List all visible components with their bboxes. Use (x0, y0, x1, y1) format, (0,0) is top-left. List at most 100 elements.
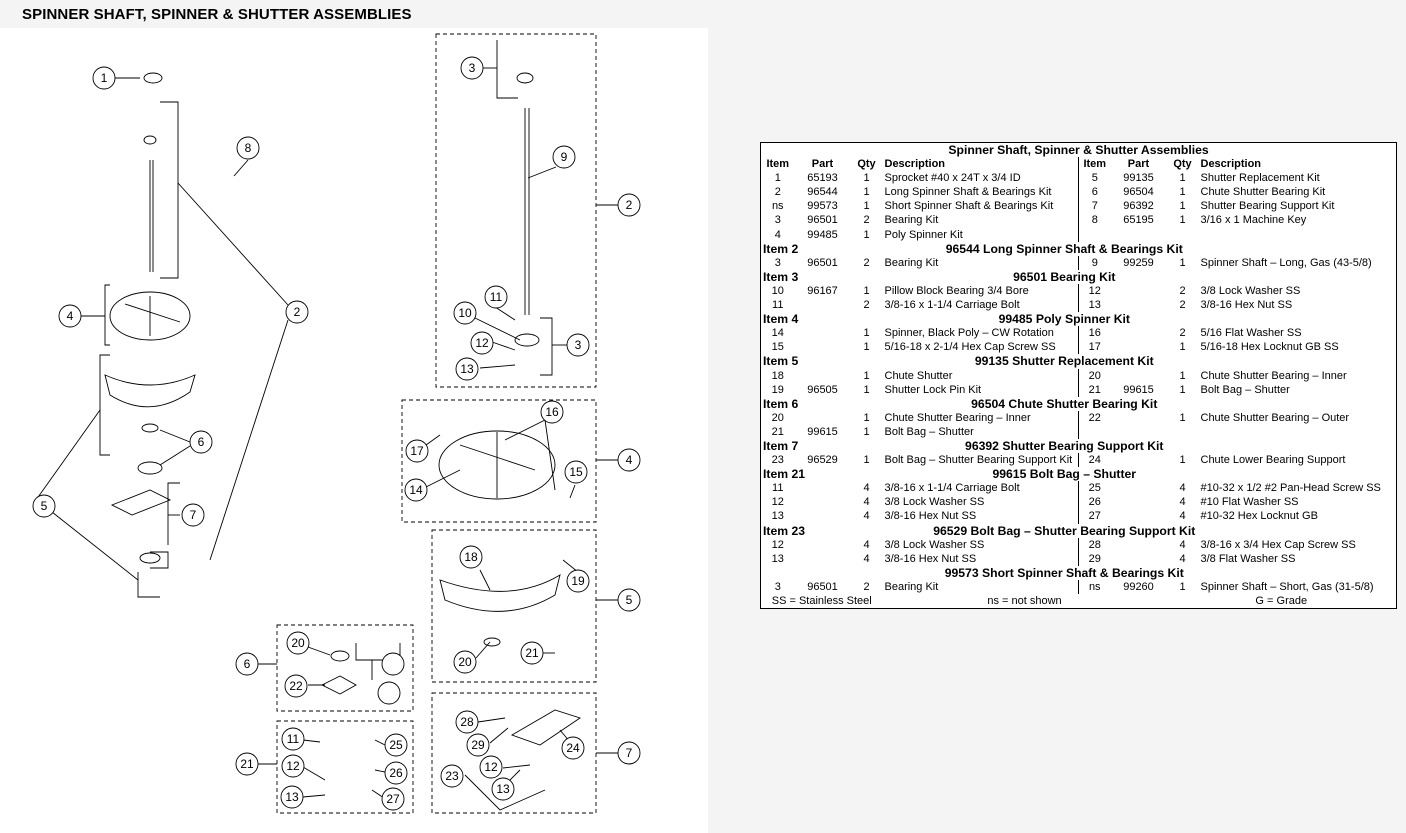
table-cell (795, 509, 851, 523)
table-cell: 5/16-18 Hex Locknut GB SS (1200, 341, 1339, 354)
table-cell: #10-32 Hex Locknut GB (1200, 510, 1318, 523)
table-cell (1111, 425, 1167, 439)
table-cell: 99485 (807, 228, 838, 241)
table-cell (795, 495, 851, 509)
table-cell (795, 369, 851, 383)
table-cell (795, 538, 851, 552)
table-cell: 1 (1179, 454, 1186, 467)
table-cell: 10 (771, 284, 784, 297)
table-cell (1199, 228, 1397, 242)
table-cell: 1 (1179, 214, 1186, 227)
callout-label: 5 (41, 499, 48, 513)
table-cell: 1 (863, 327, 870, 340)
callout-label: 13 (460, 362, 474, 376)
table-cell: Chute Shutter Bearing – Inner (1200, 369, 1347, 382)
table-cell: 1 (1179, 186, 1186, 199)
table-cell: 11 (772, 482, 784, 495)
section-item: Item 2 (763, 241, 799, 256)
table-cell: 13 (771, 510, 784, 523)
section-header-row: Item 6 96504 Chute Shutter Bearing Kit (761, 397, 1397, 411)
table-cell: 20 (771, 411, 784, 424)
table-cell: 26 (1088, 496, 1101, 509)
callout-label: 13 (285, 790, 299, 804)
table-cell (795, 481, 851, 495)
section-item: Item 6 (763, 396, 799, 411)
callout-label: 21 (240, 757, 254, 771)
table-cell (1111, 538, 1167, 552)
table-cell: 17 (1088, 341, 1101, 354)
callout-label: 11 (490, 290, 503, 304)
table-cell: 2 (1179, 299, 1186, 312)
table-cell: 99259 (1123, 256, 1154, 269)
callout-label: 12 (286, 759, 300, 773)
table-cell: 1 (1179, 172, 1186, 185)
table-cell: 2 (863, 256, 870, 269)
section-title: 96504 Chute Shutter Bearing Kit (971, 396, 1158, 411)
callout-label: 27 (386, 792, 400, 806)
column-header: Description (882, 157, 1079, 172)
table-cell: 96501 (807, 256, 838, 269)
table-cell: Short Spinner Shaft & Bearings Kit (882, 199, 1079, 214)
table-cell: Shutter Lock Pin Kit (882, 382, 1079, 397)
table-cell: 96505 (807, 383, 838, 396)
table-cell: 16 (1088, 327, 1101, 340)
callout-label: 26 (389, 766, 403, 780)
table-cell (1111, 369, 1167, 383)
table-cell: 4 (863, 510, 870, 523)
callout-label: 15 (569, 465, 583, 479)
table-cell: 99260 (1123, 580, 1154, 593)
table-cell: Chute Shutter (882, 368, 1079, 383)
callout-label: 20 (291, 636, 305, 650)
callout-label: 21 (525, 646, 539, 660)
table-cell (1111, 411, 1167, 425)
table-cell: 1 (863, 200, 870, 213)
callout-label: 1 (101, 71, 108, 85)
table-cell: 1 (863, 228, 870, 241)
table-cell: 2 (1179, 327, 1186, 340)
callout-label: 13 (496, 782, 510, 796)
table-cell: Chute Lower Bearing Support (1200, 454, 1346, 467)
table-cell: ns (1088, 580, 1101, 593)
table-cell: 96501 (807, 580, 838, 593)
table-cell: 3/16 x 1 Machine Key (1200, 214, 1307, 227)
table-cell: 2 (863, 299, 870, 312)
callout-label: 14 (409, 483, 423, 497)
table-cell: 4 (1179, 552, 1186, 565)
table-cell: 1 (1179, 369, 1186, 382)
table-cell: 12 (771, 538, 784, 551)
table-cell: 99135 (1123, 172, 1154, 185)
table-cell: 9 (1091, 256, 1098, 269)
table-cell (1111, 326, 1167, 340)
parts-list-table: Spinner Shaft, Spinner & Shutter Assembl… (760, 142, 1398, 610)
table-cell: 12 (1088, 284, 1101, 297)
callout-label: 24 (566, 741, 580, 755)
table-cell: Chute Shutter Bearing – Inner (882, 410, 1079, 425)
table-cell (795, 298, 851, 312)
column-header: Part (811, 158, 834, 171)
table-title: Spinner Shaft, Spinner & Shutter Assembl… (948, 143, 1209, 157)
table-cell: 3/8-16 x 3/4 Hex Cap Screw SS (1200, 538, 1356, 551)
table-cell: 8 (1091, 214, 1098, 227)
page-title: SPINNER SHAFT, SPINNER & SHUTTER ASSEMBL… (22, 6, 412, 23)
table-cell (795, 340, 851, 354)
callout-label: 9 (561, 150, 568, 164)
table-cell: 15 (771, 341, 784, 354)
table-cell: 6 (1091, 186, 1098, 199)
section-title: 99135 Shutter Replacement Kit (974, 354, 1154, 369)
table-cell: 13 (1088, 299, 1101, 312)
callout-label: 11 (287, 732, 300, 746)
callout-label: 3 (575, 338, 582, 352)
callout-label: 3 (469, 61, 476, 75)
